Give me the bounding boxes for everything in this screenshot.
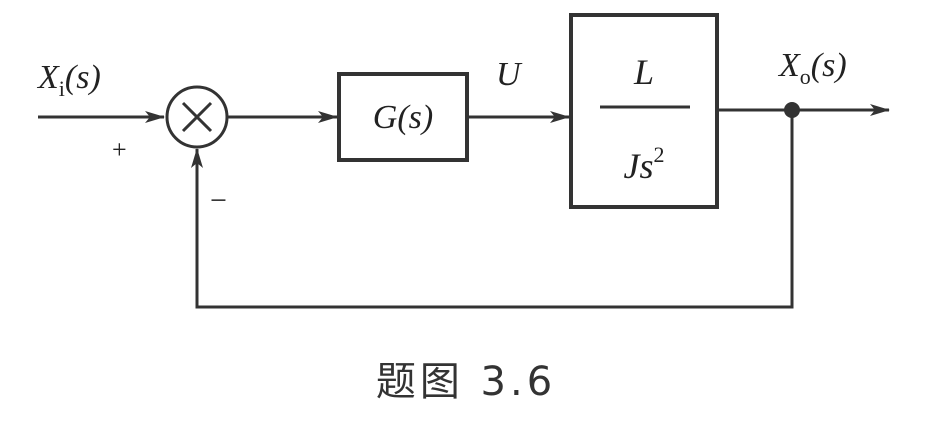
control-signal-label: U <box>496 56 523 93</box>
input-label-subscript: i <box>59 76 65 101</box>
output-label-argument: (s) <box>811 47 847 84</box>
summing-junction-cross <box>181 101 213 133</box>
controller-block <box>337 72 469 162</box>
figure-caption: 题图 3.6 <box>376 359 556 405</box>
output-label-main: X <box>777 47 801 84</box>
input-label-argument: (s) <box>65 59 101 96</box>
controller-block-label: G(s) <box>373 99 433 136</box>
plant-block <box>569 13 719 209</box>
plant-denominator: Js2 <box>624 142 665 186</box>
minus-sign: − <box>210 184 227 217</box>
plant-numerator: L <box>633 52 654 92</box>
input-signal-label: Xi(s) <box>36 59 101 101</box>
output-label-subscript: o <box>800 64 811 89</box>
feedback-path <box>191 110 794 309</box>
output-signal-label: Xo(s) <box>777 47 847 89</box>
input-label-main: X <box>36 59 60 96</box>
summing-junction <box>165 85 229 149</box>
plus-sign: + <box>112 135 127 164</box>
plant-denominator-base: Js <box>624 146 654 186</box>
plant-denominator-exponent: 2 <box>654 142 665 167</box>
